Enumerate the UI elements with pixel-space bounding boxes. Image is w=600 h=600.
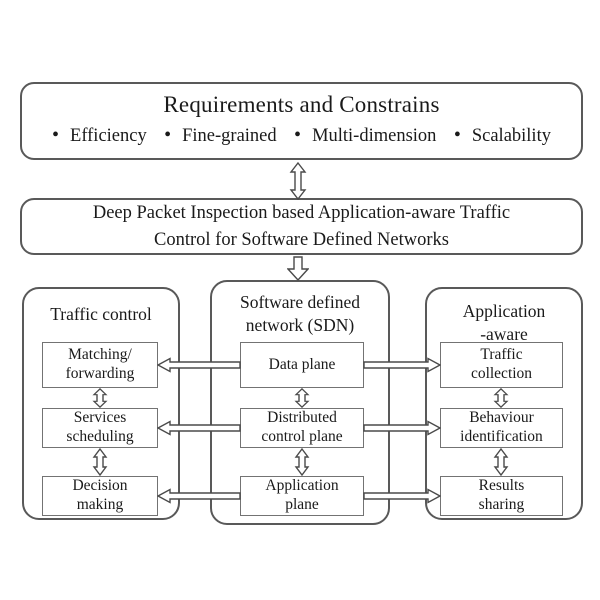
bullet-scalability: Scalability [454,124,551,147]
node-line: sharing [478,496,525,513]
down-arrow-icon [287,256,309,281]
traffic-control-header: Traffic control [24,289,178,326]
node-line: scheduling [66,428,134,445]
bullet-fine-grained: Fine-grained [164,124,277,147]
vertical-double-arrow-icon [293,448,311,476]
sdn-header: Software defined network (SDN) [225,282,375,337]
application-aware-header-line2: -aware [480,323,528,344]
horizontal-arrow-right-icon [363,488,441,504]
node-data-plane: Data plane [240,342,364,388]
horizontal-arrow-left-icon [157,420,241,436]
node-line: plane [285,496,319,513]
dpi-title-line2: Control for Software Defined Networks [154,229,449,250]
node-line: control plane [261,428,343,445]
vertical-double-arrow-icon [492,448,510,476]
requirements-bullet-list: Efficiency Fine-grained Multi-dimension … [22,124,581,147]
horizontal-arrow-right-icon [363,420,441,436]
node-line: Behaviour [469,409,534,427]
bullet-multi-dimension: Multi-dimension [294,124,436,147]
vertical-double-arrow-icon [91,448,109,476]
node-results-sharing: Results sharing [440,476,563,516]
application-aware-header-line1: Application [462,301,546,321]
node-line: identification [460,428,543,445]
dpi-title-box: Deep Packet Inspection based Application… [20,198,583,255]
application-aware-header: Application -aware [444,289,564,346]
horizontal-arrow-left-icon [157,357,241,373]
horizontal-arrow-right-icon [363,357,441,373]
dpi-title-line1: Deep Packet Inspection based Application… [92,203,511,224]
node-traffic-collection: Traffic collection [440,342,563,388]
node-line: Services [73,409,127,427]
horizontal-arrow-left-icon [157,488,241,504]
sdn-header-line1: Software defined [239,292,361,312]
node-line: Decision [72,477,128,495]
node-behaviour-identification: Behaviour identification [440,408,563,448]
node-distributed-control-plane: Distributed control plane [240,408,364,448]
node-decision-making: Decision making [42,476,158,516]
traffic-control-header-line1: Traffic control [50,304,152,324]
node-line: Traffic [480,346,523,364]
sdn-header-line2: network (SDN) [245,314,355,335]
vertical-double-arrow-icon [492,388,510,408]
node-application-plane: Application plane [240,476,364,516]
vertical-double-arrow-icon [293,388,311,408]
requirements-title: Requirements and Constrains [163,92,440,117]
node-line: Application [265,477,339,495]
node-line: collection [470,365,533,382]
bullet-efficiency: Efficiency [52,124,147,147]
node-line: Results [478,477,525,495]
node-line: Data plane [268,355,336,373]
updown-double-arrow-icon [288,162,308,200]
node-line: making [76,496,124,513]
node-matching-forwarding: Matching/ forwarding [42,342,158,388]
node-line: Matching/ [68,346,132,364]
node-services-scheduling: Services scheduling [42,408,158,448]
node-line: forwarding [65,365,135,382]
dpi-title-text: Deep Packet Inspection based Application… [93,200,510,253]
requirements-box: Requirements and Constrains Efficiency F… [20,82,583,160]
node-line: Distributed [267,409,337,427]
vertical-double-arrow-icon [91,388,109,408]
